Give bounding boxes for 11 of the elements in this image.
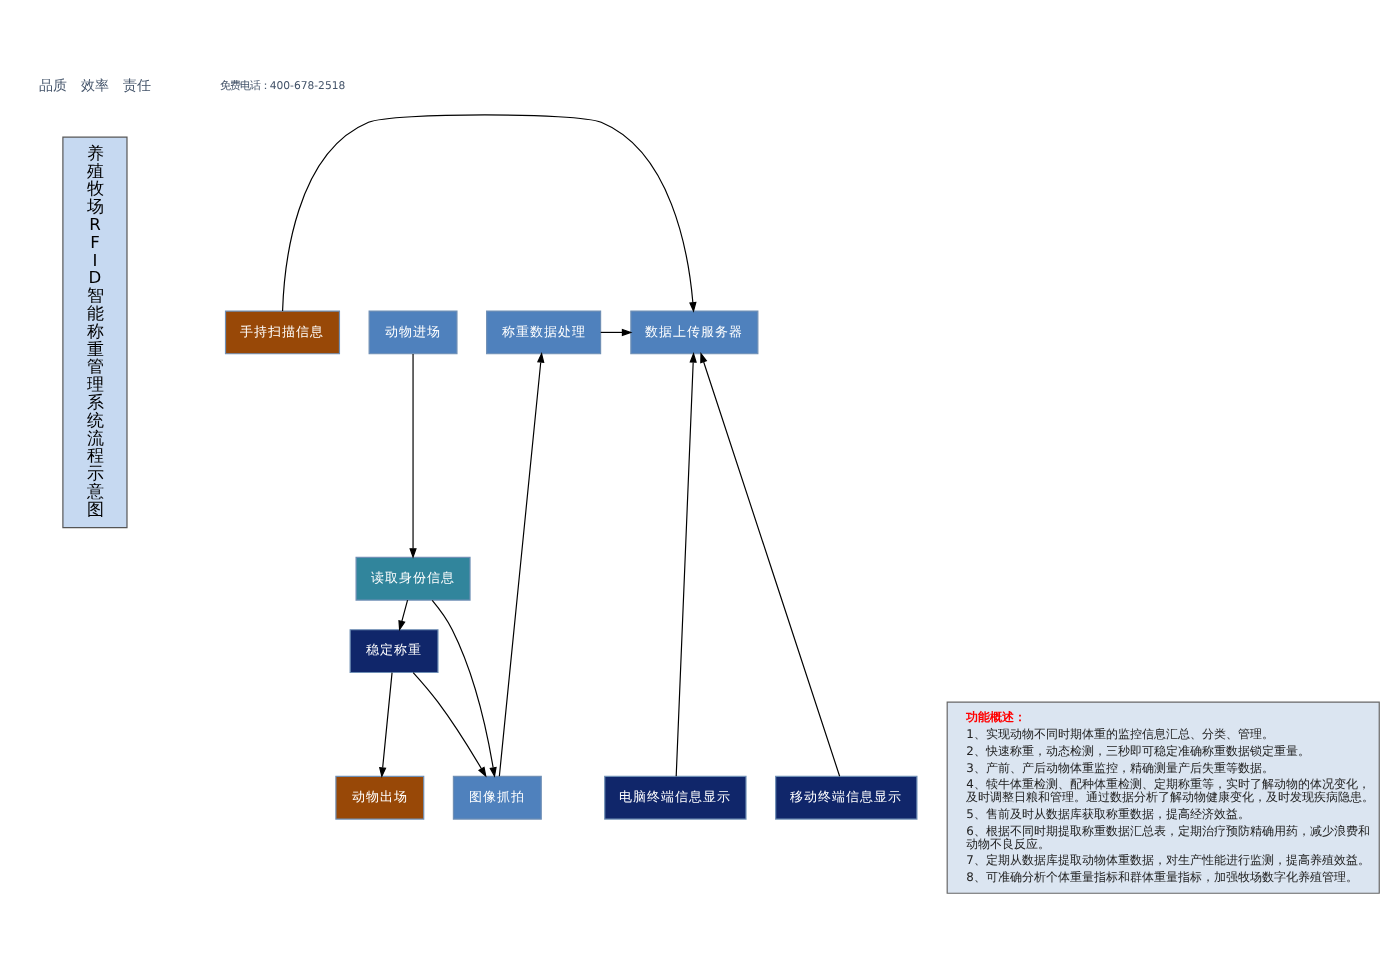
arrow	[498, 351, 545, 776]
arrow	[675, 351, 697, 776]
node-box: 养殖牧场RFID智能称重管理系统流程示意图	[62, 135, 128, 528]
arrow	[282, 113, 697, 312]
arrow	[600, 327, 633, 336]
arrow	[409, 352, 417, 558]
arrow	[700, 351, 841, 776]
arrow	[378, 671, 393, 778]
arrow	[431, 598, 497, 777]
arrow	[412, 670, 487, 777]
arrow	[398, 598, 409, 631]
